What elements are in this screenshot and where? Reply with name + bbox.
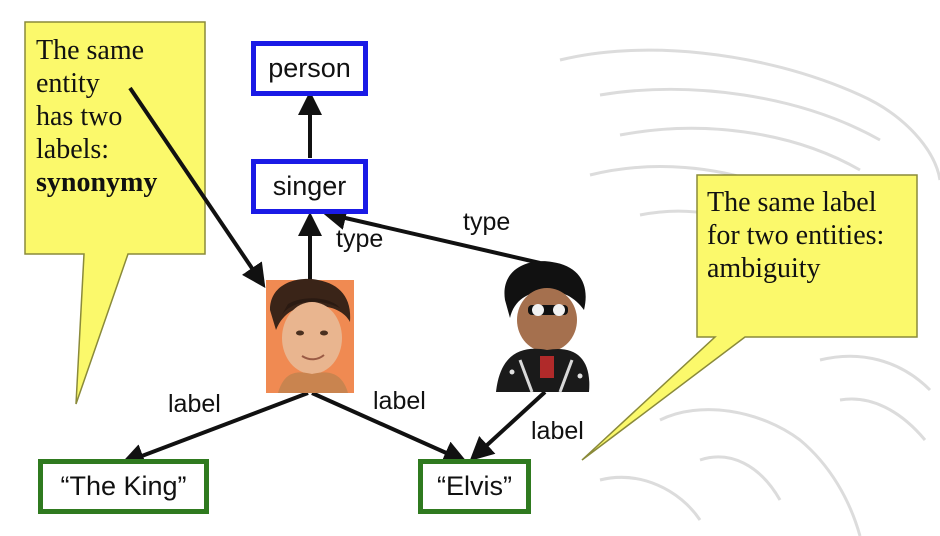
callout-line: ambiguity [707, 253, 821, 285]
the-king-literal-node: “The King” [38, 459, 209, 514]
elvis-presley-photo [266, 278, 354, 393]
callout-line: entity [36, 68, 100, 100]
edge-impersonator-type-singer [322, 206, 541, 265]
callout-line: The same label [707, 187, 877, 218]
ambiguity-callout-text: The same label for two entities: ambigui… [707, 186, 912, 285]
singer-node: singer [251, 159, 368, 214]
callout-line: for two entities: [707, 220, 885, 252]
edge-label-label: label [531, 417, 584, 445]
edge-label-label: label [168, 390, 221, 418]
callout-line: The same [36, 35, 145, 66]
elvis-literal-node: “Elvis” [418, 459, 531, 514]
callout-emphasis-synonymy: synonymy [36, 167, 158, 199]
edge-label-type: type [336, 225, 384, 253]
callout-line: labels: [36, 134, 110, 166]
elvis-impersonator-photo [493, 261, 590, 393]
ambiguity-callout-balloon [581, 174, 918, 461]
edge-impersonator-label-elvis [469, 390, 547, 462]
edge-label-type: type [463, 208, 511, 236]
edge-elvis-label-the-king [120, 391, 309, 467]
edge-elvis-label-elvis [311, 391, 468, 464]
person-node: person [251, 41, 368, 96]
callout-line: has two [36, 101, 123, 133]
synonymy-callout-text: The same entity has two labels: synonymy [36, 34, 201, 199]
synonymy-callout-balloon [24, 21, 206, 405]
edge-label-label: label [373, 387, 426, 415]
pointer-synonymy-to-elvis [128, 86, 266, 288]
